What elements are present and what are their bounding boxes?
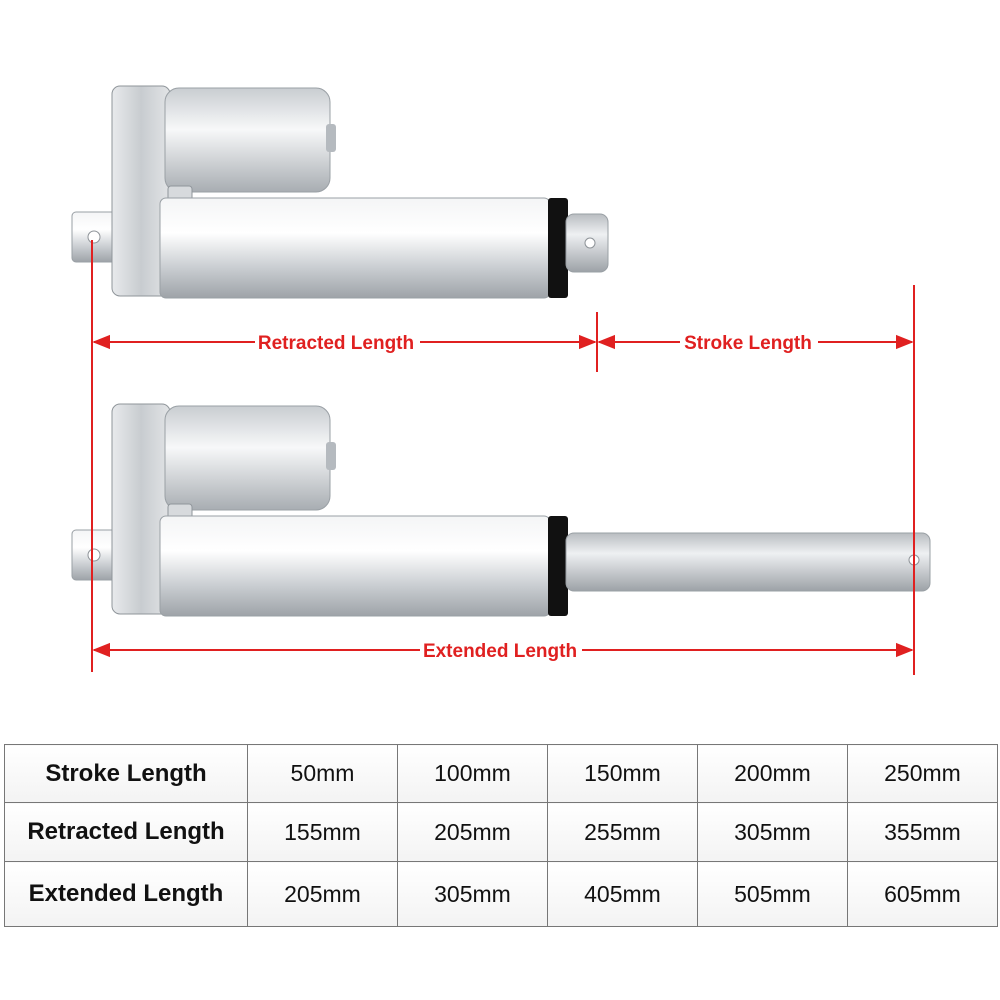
retracted-actuator — [71, 85, 609, 299]
table-cell: 150mm — [547, 744, 698, 803]
outer-tube — [159, 197, 551, 299]
table-cell: 155mm — [247, 802, 398, 862]
row-header: Stroke Length — [4, 744, 248, 803]
table-cell: 205mm — [397, 802, 548, 862]
motor-cylinder — [164, 405, 331, 511]
table-cell: 100mm — [397, 744, 548, 803]
rod-mount-hole — [584, 237, 596, 249]
motor-cylinder — [164, 87, 331, 193]
row-header: Extended Length — [4, 861, 248, 927]
stroke-length-label: Stroke Length — [684, 333, 812, 354]
table-cell: 305mm — [397, 861, 548, 927]
extended-length-label: Extended Length — [423, 641, 577, 662]
extended-actuator — [71, 403, 931, 617]
extended-rod — [565, 532, 931, 592]
table-cell: 200mm — [697, 744, 848, 803]
row-header: Retracted Length — [4, 802, 248, 862]
spec-table: Stroke Length 50mm 100mm 150mm 200mm 250… — [4, 744, 998, 927]
end-cap — [548, 516, 568, 616]
table-cell: 505mm — [697, 861, 848, 927]
motor-end-tab — [326, 124, 336, 152]
table-cell: 305mm — [697, 802, 848, 862]
table-cell: 405mm — [547, 861, 698, 927]
rear-mount-hole — [87, 548, 101, 562]
table-row: Stroke Length 50mm 100mm 150mm 200mm 250… — [4, 744, 998, 803]
rear-mount-hole — [87, 230, 101, 244]
table-cell: 250mm — [847, 744, 998, 803]
table-cell: 355mm — [847, 802, 998, 862]
outer-tube — [159, 515, 551, 617]
dimension-lines — [91, 240, 915, 675]
retracted-length-label: Retracted Length — [258, 333, 414, 354]
actuator-dimension-diagram: Retracted Length Stroke Length Extended … — [71, 85, 931, 675]
end-cap — [548, 198, 568, 298]
table-cell: 605mm — [847, 861, 998, 927]
table-cell: 255mm — [547, 802, 698, 862]
table-cell: 205mm — [247, 861, 398, 927]
table-cell: 50mm — [247, 744, 398, 803]
table-row: Extended Length 205mm 305mm 405mm 505mm … — [4, 861, 998, 927]
motor-end-tab — [326, 442, 336, 470]
table-row: Retracted Length 155mm 205mm 255mm 305mm… — [4, 802, 998, 862]
